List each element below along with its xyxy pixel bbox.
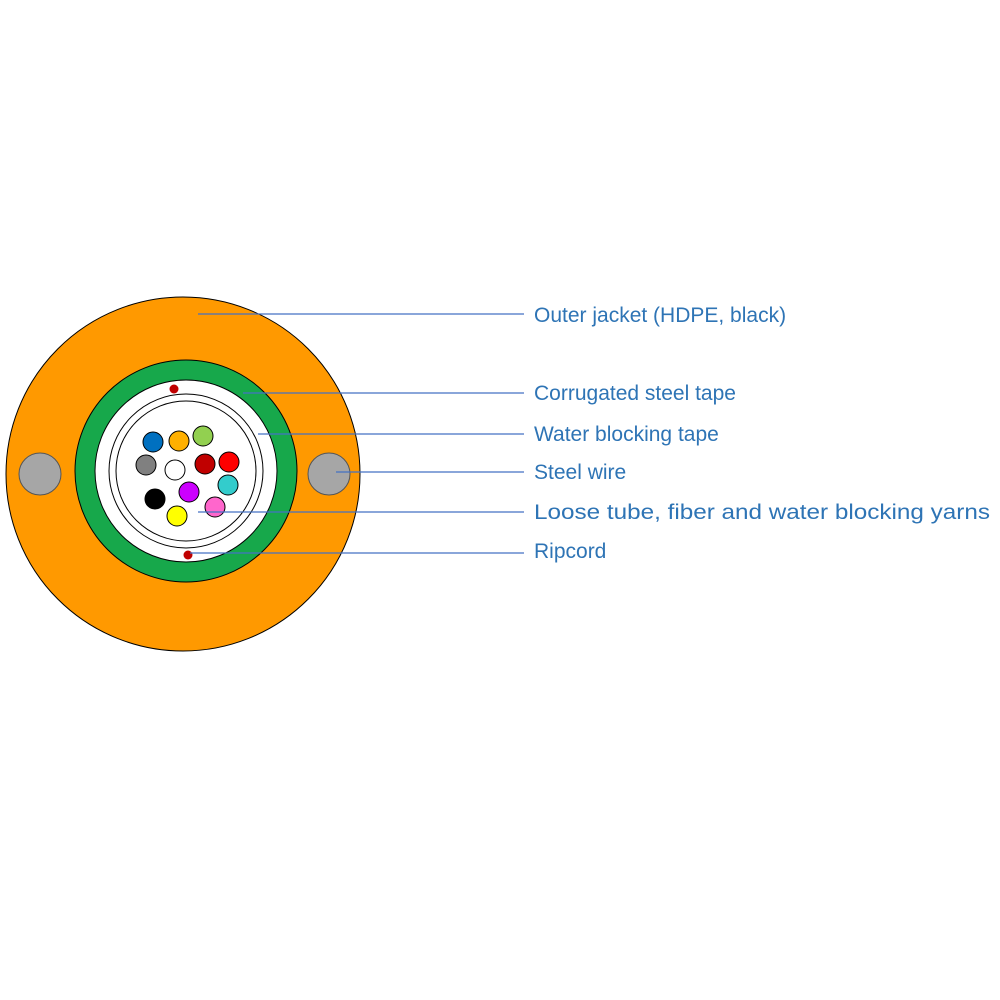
fiber-blue (142, 431, 164, 453)
fiber-orange (168, 430, 190, 452)
ripcord-bottom (183, 550, 193, 560)
label-loose-tube: Loose tube, fiber and water blocking yar… (534, 501, 990, 524)
fiber-red (218, 451, 240, 473)
fiber-brown (194, 453, 216, 475)
fiber-rose (204, 496, 226, 518)
loose-tube-inner-wall (115, 400, 257, 542)
label-outer-jacket: Outer jacket (HDPE, black) (534, 304, 786, 327)
label-water-blocking-tape: Water blocking tape (534, 423, 719, 446)
leader-lines (190, 313, 524, 554)
steel-wire-right (307, 452, 351, 496)
fiber-yellow (166, 505, 188, 527)
fiber-black (144, 488, 166, 510)
fiber-bundle (135, 425, 240, 527)
label-steel-wire: Steel wire (534, 461, 626, 484)
steel-wire-left (18, 452, 62, 496)
label-corrugated-steel-tape: Corrugated steel tape (534, 382, 736, 405)
label-ripcord: Ripcord (534, 540, 606, 563)
fiber-white (164, 459, 186, 481)
fiber-violet (178, 481, 200, 503)
fiber-aqua (217, 474, 239, 496)
fiber-grey (135, 454, 157, 476)
loose-tube (108, 393, 264, 549)
fiber-green (192, 425, 214, 447)
ripcord-top (169, 384, 179, 394)
